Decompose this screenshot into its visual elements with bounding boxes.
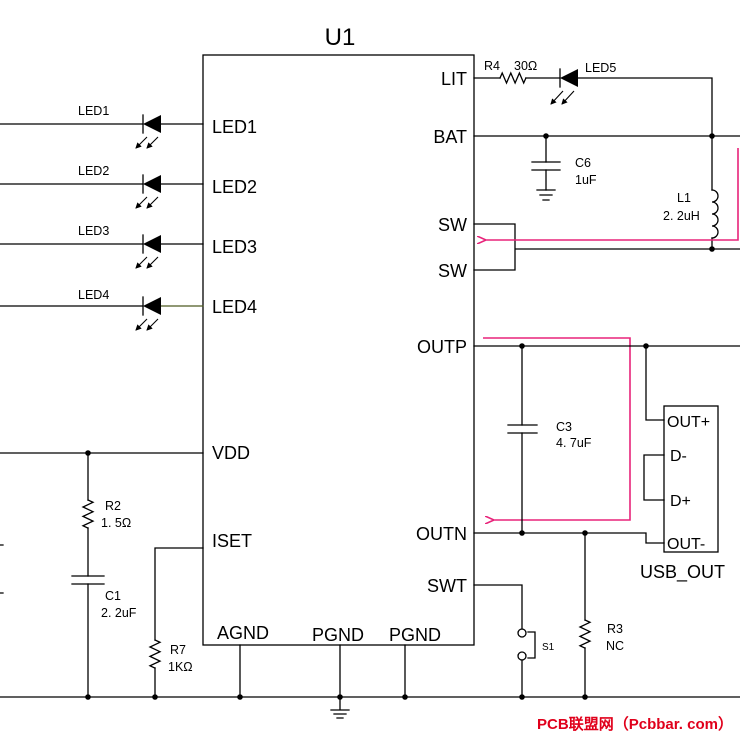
l1-ref-label: L1 [677,191,691,205]
s1-button-icon [527,631,536,659]
c3-ref-label: C3 [556,420,572,434]
led4-branch: LED4 [0,288,204,331]
led4-diode-icon [143,297,161,315]
led1-diode-icon [143,115,161,133]
usb-pin-dminus-label: D- [670,448,687,465]
led3-ref-label: LED3 [78,224,109,238]
pin-lit-label: LIT [441,69,467,89]
usb-pin-outp-label: OUT+ [667,414,710,431]
led1-branch: LED1 [0,104,204,149]
ground-bus [0,644,740,719]
pin-led1-label: LED1 [212,117,257,137]
r2-ref-label: R2 [105,499,121,513]
lit-net: R4 30Ω LED5 [473,59,713,137]
c1-capacitor-icon [71,575,105,585]
r7-resistor-icon [148,639,162,669]
chip-ref-label: U1 [325,24,356,51]
c6-ground-icon [536,189,556,201]
pin-agnd-label: AGND [217,623,269,643]
iset-net: R7 1KΩ [148,547,204,698]
pin-outn-label: OUTN [416,524,467,544]
led5-ref-label: LED5 [585,61,616,75]
pin-pgnd1-label: PGND [312,625,364,645]
r3-ref-label: R3 [607,622,623,636]
r4-value-label: 30Ω [514,59,537,73]
pin-led3-label: LED3 [212,237,257,257]
c6-capacitor-icon [531,161,561,171]
pin-outp-label: OUTP [417,337,467,357]
pin-led2-label: LED2 [212,177,257,197]
r7-value-label: 1KΩ [168,660,193,674]
led1-ref-label: LED1 [78,104,109,118]
bat-net: C6 1uF L1 2. 2uH [473,133,740,271]
r3-resistor-icon [578,619,592,649]
c1-ref-label: C1 [105,589,121,603]
chip-body [202,54,475,646]
inductor-current-arrow [484,148,739,240]
led2-diode-icon [143,175,161,193]
output-current-arrow [483,337,631,520]
usb-connector: OUT+ D- D+ OUT- USB_OUT [640,405,725,583]
r2-value-label: 1. 5Ω [101,516,131,530]
led3-diode-icon [143,235,161,253]
pin-bat-label: BAT [433,127,467,147]
pin-led4-label: LED4 [212,297,257,317]
r2-resistor-icon [81,499,95,529]
led5-diode-icon [560,69,578,87]
r7-ref-label: R7 [170,643,186,657]
r4-resistor-icon [499,71,527,85]
l1-value-label: 2. 2uH [663,209,700,223]
r4-ref-label: R4 [484,59,500,73]
led4-ref-label: LED4 [78,288,109,302]
usb-pin-outn-label: OUT- [667,536,705,553]
usb-connector-body [663,405,719,553]
led2-branch: LED2 [0,164,204,209]
pin-iset-label: ISET [212,531,252,551]
swt-branch: S1 [473,584,555,698]
led3-branch: LED3 [0,224,204,269]
c3-capacitor-icon [507,424,538,434]
c6-ref-label: C6 [575,156,591,170]
ground-icon [330,696,350,719]
pin-pgnd2-label: PGND [389,625,441,645]
pin-sw1-label: SW [438,215,467,235]
l1-inductor-icon [711,189,719,239]
c3-value-label: 4. 7uF [556,436,592,450]
c1-value-label: 2. 2uF [101,606,137,620]
output-net: C3 4. 7uF [473,343,740,544]
usb-pin-dplus-label: D+ [670,493,691,510]
r3-branch: R3 NC [578,532,624,698]
usb-connector-label: USB_OUT [640,562,725,583]
watermark-text: PCB联盟网（Pcbbar. com） [537,715,733,733]
pin-sw2-label: SW [438,261,467,281]
s1-contact-bottom [517,651,527,661]
vdd-net: R2 1. 5Ω C1 2. 2uF [0,450,204,698]
pin-swt-label: SWT [427,576,467,596]
led2-ref-label: LED2 [78,164,109,178]
s1-contact-top [517,628,527,638]
r3-value-label: NC [606,639,624,653]
s1-ref-label: S1 [542,642,555,653]
pin-vdd-label: VDD [212,443,250,463]
c6-value-label: 1uF [575,173,597,187]
